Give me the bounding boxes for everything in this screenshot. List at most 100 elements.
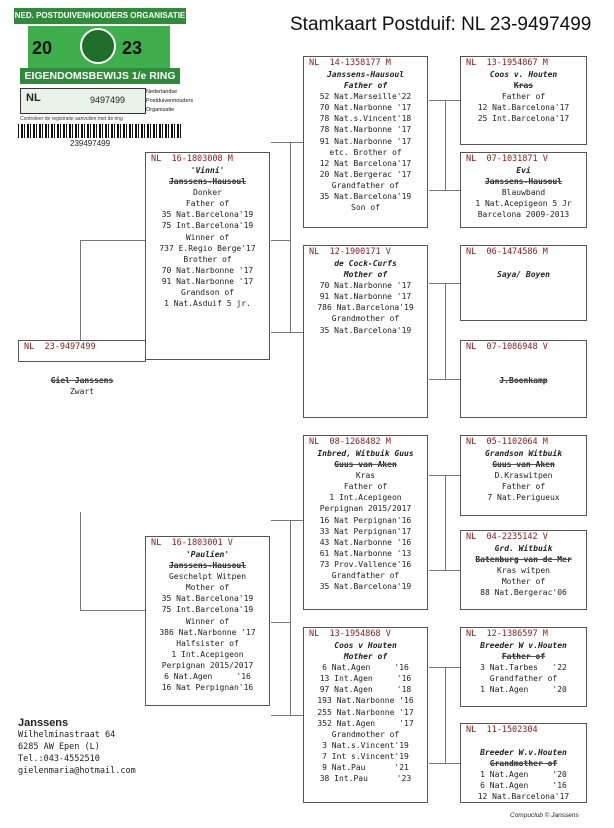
- pedigree-line: Zwart: [69, 387, 95, 397]
- connector-line: [445, 667, 446, 763]
- ring-number-header: NL 23-9497499: [24, 342, 96, 352]
- pedigree-line: 7 Int s.Vincent'19: [322, 751, 409, 761]
- pedigree-line: Batenburg van de Mer: [475, 555, 572, 565]
- pedigree-line: 52 Nat.Marseille'22: [319, 92, 412, 102]
- connector-line: [271, 142, 303, 143]
- ring-number-header: NL 07-1086948 V: [466, 342, 548, 352]
- pedigree-line: Father of: [185, 199, 230, 209]
- pedigree-line: Guus van Aken: [492, 460, 555, 470]
- pedigree-line: 1 Nat.Asduif 5 jr.: [164, 299, 251, 309]
- pedigree-text: Saya/ Boyen: [461, 258, 586, 280]
- pedigree-line: [461, 736, 586, 747]
- ring-number-header: NL 06-1474586 M: [466, 247, 548, 257]
- connector-line: [290, 520, 291, 715]
- pedigree-line: 786 Nat.Barcelona'19: [317, 303, 414, 313]
- ring-number-header: NL 13-1954867 M: [466, 58, 548, 68]
- pedigree-line: 78 Nat.Narbonne '17: [319, 125, 412, 135]
- connector-line: [429, 570, 460, 571]
- pedigree-line: Perpignan 2015/2017: [161, 660, 254, 670]
- pedigree-line: [461, 364, 586, 375]
- pedigree-line: Winner of: [185, 232, 230, 242]
- owner-line: gielenmaria@hotmail.com: [18, 766, 136, 776]
- pedigree-line: 'Paulien': [185, 550, 230, 559]
- pedigree-line: 12 Nat.Barcelona'17: [477, 103, 570, 113]
- connector-line: [429, 475, 460, 476]
- ring-number-header: NL 12-1900171 V: [309, 247, 391, 257]
- ring-number-header: NL 11-1502304: [466, 725, 538, 735]
- connector-line: [445, 283, 446, 379]
- pedigree-line: Perpignan 2015/2017: [319, 504, 412, 514]
- pedigree-line: Giel Janssens: [50, 376, 114, 386]
- connector-line: [80, 240, 81, 340]
- pedigree-line: Kras witpen: [497, 566, 550, 576]
- pedigree-line: Father of: [501, 652, 546, 662]
- pedigree-line: Grandfather of: [331, 180, 400, 190]
- pedigree-line: 12 Nat Barcelona'17: [319, 158, 412, 168]
- pedigree-line: Mother of: [185, 583, 230, 593]
- connector-line: [80, 512, 81, 610]
- connector-line: [271, 715, 303, 716]
- ring-organisation: NED. POSTDUIVENHOUDERS ORGANISATIE: [14, 8, 186, 24]
- pedigree-line: 35 Nat.Barcelona'19: [319, 582, 412, 592]
- ring-side-line: Postduivenhouders: [146, 98, 194, 104]
- pedigree-line: Breeder W v.Houten: [480, 641, 567, 650]
- connector-line: [429, 283, 460, 284]
- pedigree-line: 61 Nat.Narbonne '13: [319, 548, 412, 558]
- pedigree-line: 43 Nat.Narbonne '16: [319, 537, 412, 547]
- connector-line: [429, 190, 460, 191]
- pedigree-line: Mother of: [501, 577, 546, 587]
- ring-number-header: NL 16-1803008 M: [151, 154, 233, 164]
- pedigree-line: 38 Int.Pau '23: [319, 774, 412, 784]
- pedigree-line: Evi: [516, 166, 531, 175]
- ring-side-line: Nederlandse: [146, 89, 178, 95]
- ring-number-header: NL 08-1268482 M: [309, 437, 391, 447]
- pedigree-line: 3 Nat.Tarbes '22: [480, 663, 567, 673]
- footer-credit: Compuclub © Janssens: [510, 812, 579, 819]
- pedigree-box-dam: NL 16-1803001 V'Paulien'Janssens-Hausoul…: [145, 536, 270, 706]
- pedigree-text: J.Boonkamp: [461, 353, 586, 386]
- pedigree-line: 91 Nat.Narbonne '17: [319, 136, 412, 146]
- pedigree-line: Grandson of: [181, 288, 234, 298]
- ring-logo-icon: [80, 28, 116, 64]
- pedigree-line: Janssens-Hausoul: [168, 177, 247, 187]
- connector-line: [271, 520, 303, 521]
- ring-number-header: NL 07-1031871 V: [466, 154, 548, 164]
- pedigree-line: 20 Nat.Bergerac '17: [319, 169, 412, 179]
- pedigree-line: 'Vinni': [190, 166, 225, 175]
- pedigree-line: 352 Nat.Agen '17: [317, 718, 414, 728]
- pedigree-line: Winner of: [185, 616, 230, 626]
- pedigree-line: Guus van Aken: [334, 460, 397, 470]
- pedigree-line: 1 Nat.Agen '20: [480, 685, 567, 695]
- pedigree-line: 16 Nat Perpignan'16: [161, 683, 254, 693]
- pedigree-line: 6 Nat.Agen '16: [480, 781, 567, 791]
- pedigree-line: Inbred, Witbuik Guus: [317, 449, 414, 458]
- pedigree-line: 78 Nat.s.Vincent'18: [319, 114, 412, 124]
- pedigree-line: Janssens-Hausoul: [326, 70, 405, 79]
- owner-name: Janssens: [18, 717, 69, 729]
- pedigree-line: [19, 364, 145, 375]
- pedigree-line: Janssens-Hausoul: [484, 177, 563, 187]
- ring-number-header: NL 12-1386597 M: [466, 629, 548, 639]
- pedigree-line: 70 Nat.Narbonne '17: [319, 103, 412, 113]
- ownership-ring-card: NED. POSTDUIVENHOUDERS ORGANISATIE 20 23…: [14, 8, 193, 150]
- connector-line: [429, 100, 460, 101]
- pedigree-line: [461, 258, 586, 269]
- pedigree-line: 35 Nat.Barcelona'19: [319, 192, 412, 202]
- pedigree-line: 386 Nat.Narbonne '17: [159, 627, 256, 637]
- page-title: Stamkaart Postduif: NL 23-9497499: [290, 14, 592, 35]
- pedigree-line: 13 Int.Agen '16: [319, 674, 412, 684]
- pedigree-line: Father of: [343, 81, 388, 91]
- pedigree-line: 6 Nat.Agen '16: [322, 663, 409, 673]
- ring-number-header: NL 13-1954868 V: [309, 629, 391, 639]
